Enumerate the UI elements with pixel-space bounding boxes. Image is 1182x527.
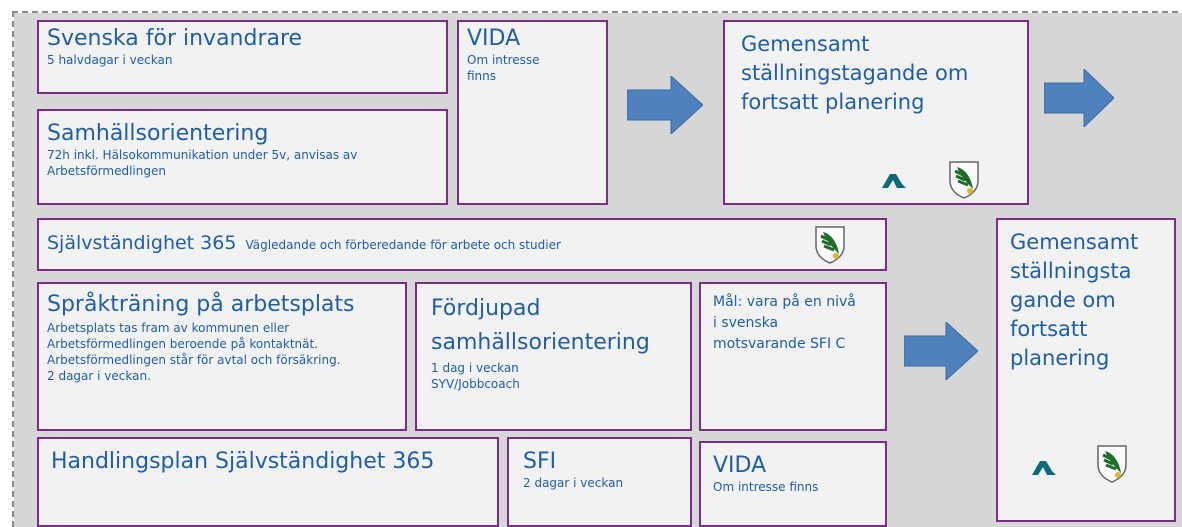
box-subtitle: 72h inkl. Hälsokommunikation under 5v, a… xyxy=(47,148,358,178)
box-handlingsplan: Handlingsplan Självständighet 365 xyxy=(37,437,499,527)
dashed-border-left xyxy=(12,11,14,527)
box-text: Mål: vara på en nivå i svenska motsvaran… xyxy=(713,294,856,352)
box-gemensamt-top: Gemensamt ställningstagande om fortsatt … xyxy=(723,20,1029,205)
box-title: VIDA xyxy=(713,453,767,478)
arrow-right-icon xyxy=(627,76,703,134)
box-subtitle: Arbetsplats tas fram av kommunen eller A… xyxy=(47,321,341,383)
municipal-shield-icon xyxy=(949,161,979,199)
municipal-shield-icon xyxy=(815,226,845,264)
box-title: Gemensamt ställningstagande om fortsatt … xyxy=(741,32,969,114)
arbetsformedlingen-logo-icon xyxy=(1032,461,1056,475)
municipal-shield-icon xyxy=(1097,445,1127,483)
box-vida-bottom: VIDA Om intresse finns xyxy=(699,441,887,527)
box-mal: Mål: vara på en nivå i svenska motsvaran… xyxy=(699,282,887,431)
arbetsformedlingen-logo-icon xyxy=(882,174,906,188)
box-title: Språkträning på arbetsplats xyxy=(47,292,355,317)
box-subtitle: 5 halvdagar i veckan xyxy=(47,53,173,67)
box-fordjupad-samhallsorientering: Fördjupad samhällsorientering 1 dag i ve… xyxy=(415,282,692,431)
arrow-right-icon xyxy=(904,322,978,380)
box-sjalvstandighet-365: Självständighet 365 Vägledande och förbe… xyxy=(37,218,887,271)
box-gemensamt-right: Gemensamt ställningsta gande om fortsatt… xyxy=(996,218,1176,522)
box-title: SFI xyxy=(523,449,557,474)
box-title: VIDA xyxy=(467,26,521,51)
box-subtitle-days: 1 dag i veckan xyxy=(431,361,519,375)
box-subtitle-role: SYV/Jobbcoach xyxy=(431,377,520,391)
box-title: Samhällsorientering xyxy=(47,121,269,146)
box-title: Svenska för invandrare xyxy=(47,26,303,51)
box-subtitle: Om intresse finns xyxy=(467,53,540,83)
box-vida-top: VIDA Om intresse finns xyxy=(457,20,608,205)
box-spraktraning: Språkträning på arbetsplats Arbetsplats … xyxy=(37,282,407,431)
box-subtitle: Vägledande och förberedande för arbete o… xyxy=(245,238,561,252)
box-samhallsorientering: Samhällsorientering 72h inkl. Hälsokommu… xyxy=(37,109,448,205)
box-title: Fördjupad samhällsorientering xyxy=(431,296,650,355)
box-svenska-for-invandrare: Svenska för invandrare 5 halvdagar i vec… xyxy=(37,20,448,94)
box-subtitle: Om intresse finns xyxy=(713,480,819,494)
box-title: Gemensamt ställningsta gande om fortsatt… xyxy=(1010,230,1139,370)
box-title: Handlingsplan Självständighet 365 xyxy=(51,449,435,474)
dashed-border-top xyxy=(12,11,1178,13)
box-subtitle: 2 dagar i veckan xyxy=(523,476,624,490)
box-sfi: SFI 2 dagar i veckan xyxy=(507,437,692,527)
arrow-right-icon xyxy=(1044,69,1114,127)
box-title: Självständighet 365 xyxy=(47,232,237,254)
